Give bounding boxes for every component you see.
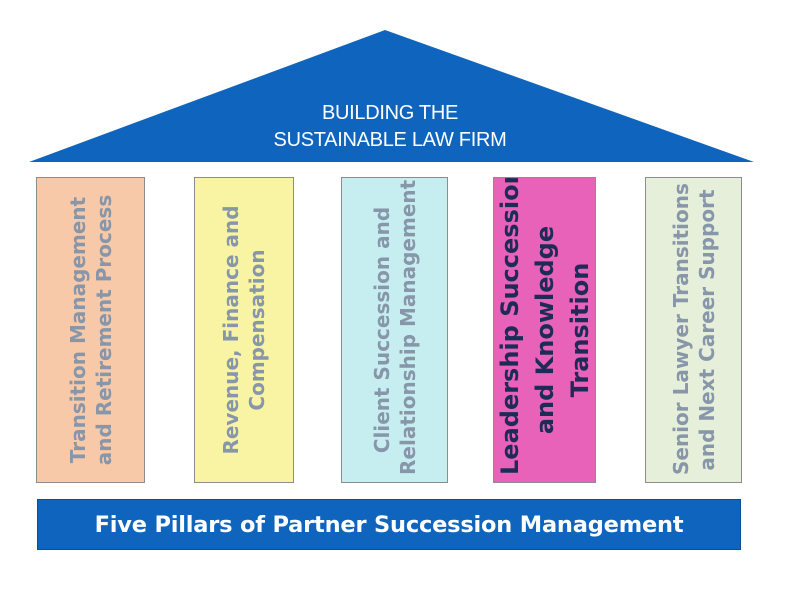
pillar-label-line: Transition (564, 262, 593, 398)
pillar-revenue-finance: Revenue, Finance and Compensation (194, 177, 294, 483)
roof-title-line-1: BUILDING THE (321, 102, 459, 124)
pillar-label: Revenue, Finance and Compensation (218, 185, 270, 475)
pillar-label-line: Transition Management (65, 196, 90, 464)
pillar-label-line: Compensation (245, 249, 269, 411)
pillar-label: Leadership Succession and Knowledge Tran… (494, 177, 595, 475)
pillar-label-line: and Next Career Support (694, 189, 719, 471)
roof (29, 30, 754, 162)
pillar-label: Senior Lawyer Transitions and Next Caree… (668, 183, 720, 475)
pillar-label-line: Client Succession and (369, 206, 394, 454)
roof-title-line-2: SUSTAINABLE LAW FIRM (273, 129, 507, 151)
foundation-label: Five Pillars of Partner Succession Manag… (94, 511, 684, 538)
roof-triangle (29, 30, 754, 162)
pillar-label: Transition Management and Retirement Pro… (65, 185, 117, 475)
pillar-leadership-succession: Leadership Succession and Knowledge Tran… (493, 177, 596, 483)
pillar-transition-management: Transition Management and Retirement Pro… (36, 177, 145, 483)
pillar-label-line: Leadership Succession (495, 177, 524, 475)
pillar-label-line: Senior Lawyer Transitions (668, 183, 693, 475)
pillar-label-line: Revenue, Finance and (219, 205, 243, 455)
pillar-client-succession: Client Succession and Relationship Manag… (341, 177, 448, 483)
pillar-label-line: and Retirement Process (91, 194, 116, 466)
pillar-label: Client Succession and Relationship Manag… (369, 179, 421, 475)
pillar-label-line: and Knowledge (530, 225, 559, 435)
foundation-banner: Five Pillars of Partner Succession Manag… (37, 499, 741, 550)
pillar-label-line: Relationship Management (395, 179, 420, 475)
pillar-senior-lawyer-transitions: Senior Lawyer Transitions and Next Caree… (645, 177, 742, 483)
